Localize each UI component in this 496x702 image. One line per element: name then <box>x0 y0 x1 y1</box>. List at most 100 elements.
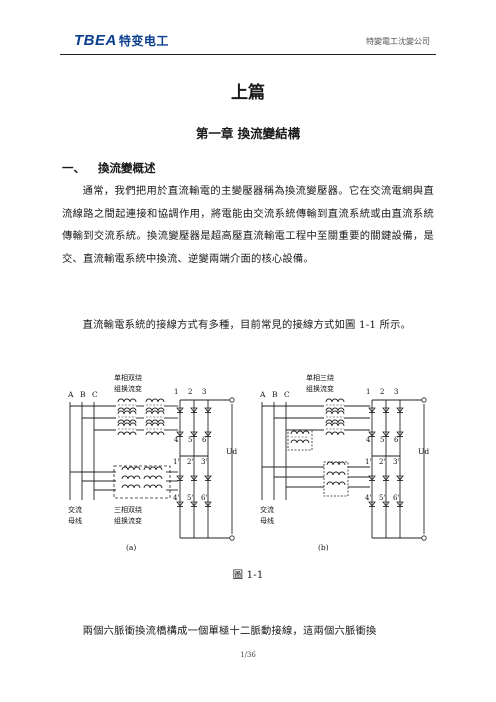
valve-upper-a-1 <box>382 407 390 413</box>
node-label-4p: 4' <box>173 494 179 502</box>
valve-lower-a-0 <box>368 475 376 481</box>
node-label-5p: 5' <box>187 494 193 502</box>
upper-xfmr2-1-secondary <box>145 419 165 424</box>
tw-xfmr-0-secondary <box>325 407 345 412</box>
node-label-1: 1 <box>366 388 370 396</box>
node-label-2p: 2' <box>187 458 193 466</box>
valve-upper-b-0 <box>368 431 376 437</box>
dc-terminal-pos <box>421 397 427 403</box>
dc-terminal-pos <box>229 397 235 403</box>
valve-lower-b-2 <box>204 501 212 507</box>
node-label-6p: 6' <box>201 494 207 502</box>
phase-label-a: A <box>259 390 266 399</box>
logo-cn-text: 特变电工 <box>118 34 169 48</box>
bus-label-2: 母线 <box>68 516 82 525</box>
valve-lower-b-1 <box>190 501 198 507</box>
node-label-1p: 1' <box>365 458 371 466</box>
wye-box <box>323 461 349 497</box>
node-label-3p: 3' <box>201 458 207 466</box>
node-label-1: 1 <box>174 388 178 396</box>
wye-winding-1 <box>326 471 346 476</box>
transformer-label-bottom-1: 三相双绕 <box>114 505 142 514</box>
node-label-5p: 5' <box>379 494 385 502</box>
node-label-5: 5 <box>188 436 192 444</box>
upper-xfmr2-0-secondary <box>145 407 165 412</box>
valve-lower-b-0 <box>368 501 376 507</box>
valve-lower-b-2 <box>396 501 404 507</box>
upper-xfmr-1-secondary <box>117 419 137 424</box>
tw-xfmr-0-primary <box>325 398 345 403</box>
tw-xfmr-2-secondary <box>325 431 345 436</box>
node-label-6: 6 <box>394 436 399 444</box>
upper-xfmr-1-primary <box>117 410 137 415</box>
upper-xfmr2-2-secondary <box>145 431 165 436</box>
node-label-4p: 4' <box>365 494 371 502</box>
node-label-2: 2 <box>188 388 192 396</box>
node-label-2p: 2' <box>379 458 385 466</box>
valve-lower-a-2 <box>396 475 404 481</box>
panel-sub-caption: (b) <box>318 543 329 552</box>
phase-label-b: B <box>272 390 278 399</box>
transformer-label-top-1: 单相双绕 <box>114 373 142 382</box>
delta-xfmr-primary <box>290 430 310 435</box>
phase-label-c: C <box>92 390 98 399</box>
lower-transformer-box <box>113 465 171 499</box>
valve-upper-a-0 <box>176 407 184 413</box>
node-label-3: 3 <box>202 388 206 396</box>
bus-label-1: 交流 <box>68 505 82 514</box>
page-number: 1/36 <box>240 651 256 659</box>
node-label-6p: 6' <box>393 494 399 502</box>
bus-label-1: 交流 <box>260 505 274 514</box>
transformer-label-top-2: 组换流变 <box>114 384 142 393</box>
valve-upper-a-1 <box>190 407 198 413</box>
figure-caption: 圖 1-1 <box>232 569 264 581</box>
tw-xfmr-1-secondary <box>325 419 345 424</box>
node-label-4: 4 <box>366 436 371 444</box>
upper-xfmr2-1-primary <box>145 410 165 415</box>
valve-lower-a-1 <box>190 475 198 481</box>
node-label-4: 4 <box>174 436 179 444</box>
node-label-3p: 3' <box>393 458 399 466</box>
valve-upper-a-2 <box>204 407 212 413</box>
paragraph-3: 兩個六脈衝換流橋構成一個單極十二脈動接線，這兩個六脈衝換 <box>82 625 377 637</box>
lower-winding-0 <box>121 466 141 471</box>
valve-lower-a-0 <box>176 475 184 481</box>
phase-label-a: A <box>67 390 74 399</box>
node-label-6: 6 <box>202 436 207 444</box>
valve-upper-b-1 <box>190 431 198 437</box>
upper-xfmr-2-primary <box>117 422 137 427</box>
dc-terminal-neg <box>421 535 427 541</box>
dc-voltage-label: Ud <box>418 447 429 456</box>
valve-lower-b-0 <box>176 501 184 507</box>
delta-box <box>287 429 313 451</box>
dc-voltage-label: Ud <box>226 447 237 456</box>
upper-xfmr2-2-primary <box>145 422 165 427</box>
valve-upper-b-2 <box>204 431 212 437</box>
paragraph-2: 直流輸電系統的接線方式有多種，目前常見的接線方式如圖 1-1 所示。 <box>82 319 412 331</box>
logo-text: TBEA <box>74 32 117 49</box>
node-label-2: 2 <box>380 388 384 396</box>
section-title: 換流變概述 <box>98 161 156 175</box>
transformer-label-top-2: 组换流变 <box>306 384 334 393</box>
dc-terminal-neg <box>229 535 235 541</box>
bus-label-2: 母线 <box>260 516 274 525</box>
valve-lower-a-1 <box>382 475 390 481</box>
valve-lower-b-1 <box>382 501 390 507</box>
lower-winding2-0 <box>143 466 163 471</box>
node-label-3: 3 <box>394 388 398 396</box>
wye-winding-2 <box>326 481 346 486</box>
tw-xfmr-2-primary <box>325 422 345 427</box>
valve-upper-b-0 <box>176 431 184 437</box>
lower-winding-1 <box>121 475 141 480</box>
node-label-1p: 1' <box>173 458 179 466</box>
lower-winding2-2 <box>143 484 163 489</box>
valve-upper-b-1 <box>382 431 390 437</box>
valve-upper-a-0 <box>368 407 376 413</box>
wye-winding-0 <box>326 461 346 466</box>
tw-xfmr-1-primary <box>325 410 345 415</box>
